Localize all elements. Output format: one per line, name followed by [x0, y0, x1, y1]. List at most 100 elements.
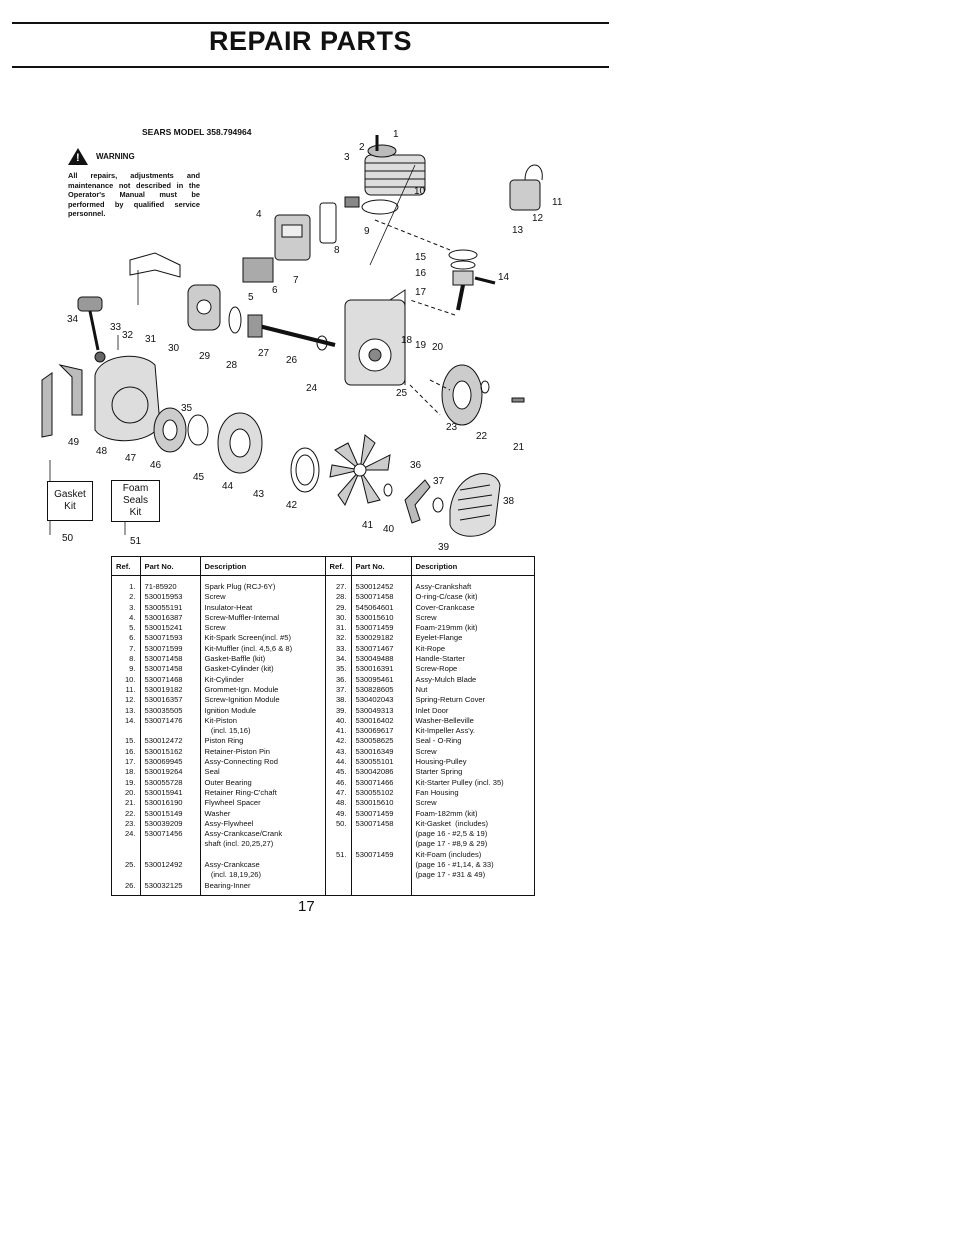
- header-part-right: Part No.: [351, 557, 412, 576]
- left-part-column: 71-85920 530015953 530055191 530016387 5…: [140, 575, 201, 895]
- crankcase-oring-part: [228, 306, 242, 334]
- cylinder-part: [364, 144, 426, 196]
- callout-37: 37: [433, 476, 445, 487]
- callout-24: 24: [306, 383, 318, 394]
- callout-7: 7: [293, 275, 299, 286]
- callout-1: 1: [393, 129, 399, 140]
- gasket-kit-label: Gasket Kit: [54, 489, 86, 512]
- callout-15: 15: [415, 252, 427, 263]
- crankshaft-part: [247, 314, 336, 347]
- callout-44: 44: [222, 481, 234, 492]
- callout-14: 14: [498, 272, 510, 283]
- belleville-washer-part: [383, 483, 393, 497]
- callout-36: 36: [410, 460, 422, 471]
- callout-31: 31: [145, 334, 157, 345]
- right-part-column: 530012452 530071458 545064601 530015610 …: [351, 575, 412, 895]
- callout-19: 19: [415, 340, 427, 351]
- warning-icon: !: [68, 148, 88, 165]
- table-header-row: Ref. Part No. Description Ref. Part No. …: [112, 557, 534, 576]
- fan-housing-part: [94, 355, 161, 442]
- exploded-parts-diagram: [41, 135, 543, 537]
- callout-8: 8: [334, 245, 340, 256]
- inlet-door-spring-part: [432, 497, 444, 513]
- callout-28: 28: [226, 360, 238, 371]
- page-number: 17: [298, 898, 315, 915]
- assembly-guide-lines: [374, 219, 456, 416]
- callout-5: 5: [248, 292, 254, 303]
- crankcase-part: [344, 289, 406, 386]
- callout-16: 16: [415, 268, 427, 279]
- callout-43: 43: [253, 489, 265, 500]
- callout-32: 32: [122, 330, 134, 341]
- heat-insulator-part: [344, 196, 360, 208]
- callout-6: 6: [272, 285, 278, 296]
- callout-17: 17: [415, 287, 427, 298]
- pulley-housing-part: [217, 412, 263, 474]
- callout-26: 26: [286, 355, 298, 366]
- callout-3: 3: [344, 152, 350, 163]
- callout-39: 39: [438, 542, 450, 553]
- callout-10: 10: [414, 186, 426, 197]
- callout-42: 42: [286, 500, 298, 511]
- callout-47: 47: [125, 453, 137, 464]
- callout-21: 21: [513, 442, 525, 453]
- foam-182-part: [41, 364, 83, 438]
- header-desc-left: Description: [200, 557, 326, 576]
- callout-11: 11: [552, 197, 563, 208]
- cylinder-gasket-part: [361, 199, 399, 215]
- callout-20: 20: [432, 342, 444, 353]
- spark-screen-part: [242, 257, 274, 283]
- header-ref-right: Ref.: [325, 557, 352, 576]
- page-title: REPAIR PARTS: [208, 26, 412, 56]
- muffler-part: [274, 214, 311, 261]
- callout-30: 30: [168, 343, 180, 354]
- callout-4: 4: [256, 209, 262, 220]
- foam-seals-kit-label: Foam Seals Kit: [122, 483, 149, 518]
- callout-13: 13: [512, 225, 524, 236]
- starter-pulley-part: [153, 407, 187, 453]
- parts-table: Ref. Part No. Description Ref. Part No. …: [111, 556, 535, 896]
- callout-27: 27: [258, 348, 270, 359]
- inlet-cover-part: [449, 473, 501, 537]
- callout-49: 49: [68, 437, 80, 448]
- left-ref-column: 1. 2. 3. 4. 5. 6. 7. 8. 9. 10. 11. 12. 1…: [112, 575, 141, 895]
- callout-35: 35: [181, 403, 193, 414]
- crankcase-cover-part: [187, 284, 221, 331]
- starter-spring-part: [187, 414, 209, 446]
- warning-header: ! WARNING: [68, 148, 200, 165]
- callout-18: 18: [401, 335, 413, 346]
- piston-part: [448, 249, 496, 311]
- callout-29: 29: [199, 351, 211, 362]
- callout-46: 46: [150, 460, 162, 471]
- flywheel-spacer-part: [511, 397, 525, 403]
- baffle-gasket-part: [319, 202, 337, 244]
- callout-38: 38: [503, 496, 515, 507]
- header-ref-left: Ref.: [112, 557, 141, 576]
- foam-seals-kit-box: Foam Seals Kit: [111, 480, 160, 522]
- right-ref-column: 27. 28. 29. 30. 31. 32. 33. 34. 35. 36. …: [325, 575, 352, 895]
- callout-50: 50: [62, 533, 74, 544]
- callout-51: 51: [130, 536, 142, 547]
- callout-12: 12: [532, 213, 544, 224]
- callout-9: 9: [364, 226, 370, 237]
- callout-40: 40: [383, 524, 395, 535]
- seal-oring-part: [290, 447, 320, 493]
- model-label: SEARS MODEL 358.794964: [142, 127, 252, 137]
- callout-33: 33: [110, 322, 122, 333]
- right-desc-column: Assy-Crankshaft O-ring-C/case (kit) Cove…: [415, 582, 504, 880]
- header-desc-right: Description: [411, 557, 534, 576]
- callout-2: 2: [359, 142, 365, 153]
- flywheel-part: [441, 364, 483, 426]
- callout-23: 23: [446, 422, 458, 433]
- ignition-module-part: [509, 164, 543, 211]
- flywheel-washer-part: [480, 380, 490, 394]
- mulch-blade-part: [404, 479, 431, 524]
- top-rule: [12, 22, 609, 24]
- bottom-rule: [12, 66, 609, 68]
- callout-34: 34: [67, 314, 79, 325]
- foam-219-part: [129, 252, 181, 278]
- gasket-kit-box: Gasket Kit: [47, 481, 93, 521]
- callout-41: 41: [362, 520, 374, 531]
- callout-48: 48: [96, 446, 108, 457]
- callout-25: 25: [396, 388, 408, 399]
